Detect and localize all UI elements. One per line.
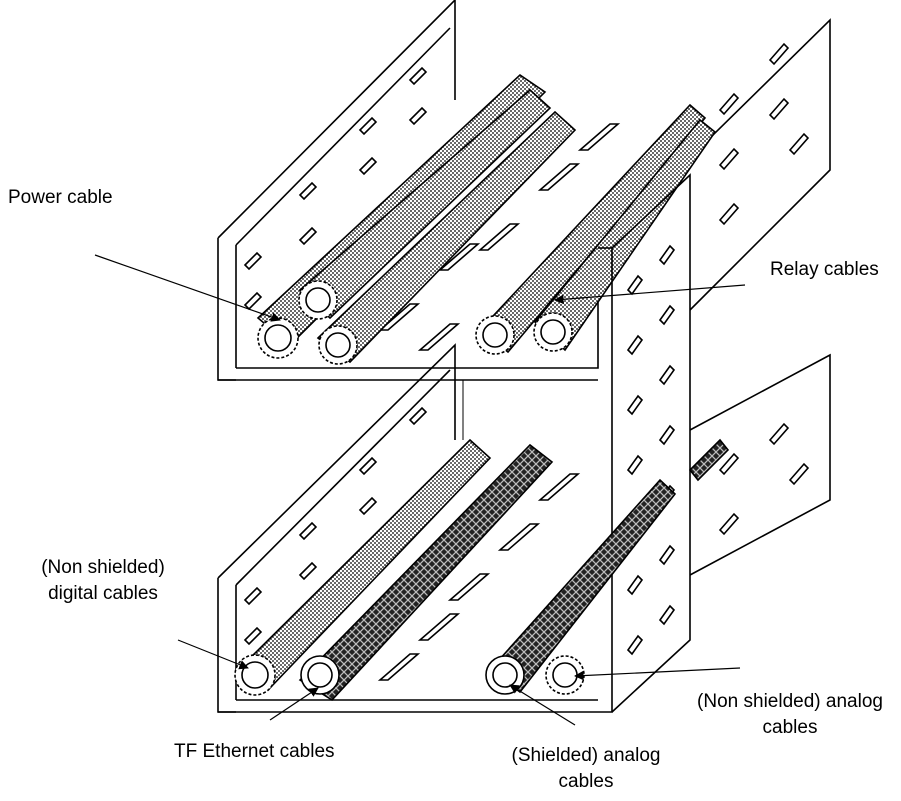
label-power-cable: Power cable [8,187,113,208]
upper-left-panel-slots [243,66,428,311]
tf-ethernet-leader [269,687,319,721]
lower-cables [238,438,730,702]
non-shielded-analog-leader [574,667,741,681]
label-non-shielded-digital-line2: digital cables [48,583,158,604]
front-upright [598,173,691,713]
digital-cables-leader [177,639,249,670]
label-relay-cables: Relay cables [770,259,879,280]
label-shielded-analog-line1: (Shielded) analog [511,745,661,766]
label-shielded-analog-line2: cables [558,771,614,792]
label-tf-ethernet: TF Ethernet cables [174,741,335,762]
leader-lines [94,254,746,726]
label-non-shielded-digital-line1: (Non shielded) [41,557,165,578]
relay-cables-leader [554,284,746,305]
shielded-analog-leader [509,684,576,726]
label-non-shielded-analog-line2: cables [762,717,818,738]
lower-tray [217,343,831,713]
upper-right-back-slots [718,42,810,226]
lower-floor-slots [377,473,581,681]
upright-slots [626,244,676,656]
upper-floor-slots [377,123,621,351]
lower-right-back-slots [718,422,810,536]
upper-cable-ends [257,280,573,365]
lower-left-panel-slots [243,406,428,646]
power-cable-leader [94,254,281,322]
label-non-shielded-analog-line1: (Non shielded) analog [697,691,883,712]
